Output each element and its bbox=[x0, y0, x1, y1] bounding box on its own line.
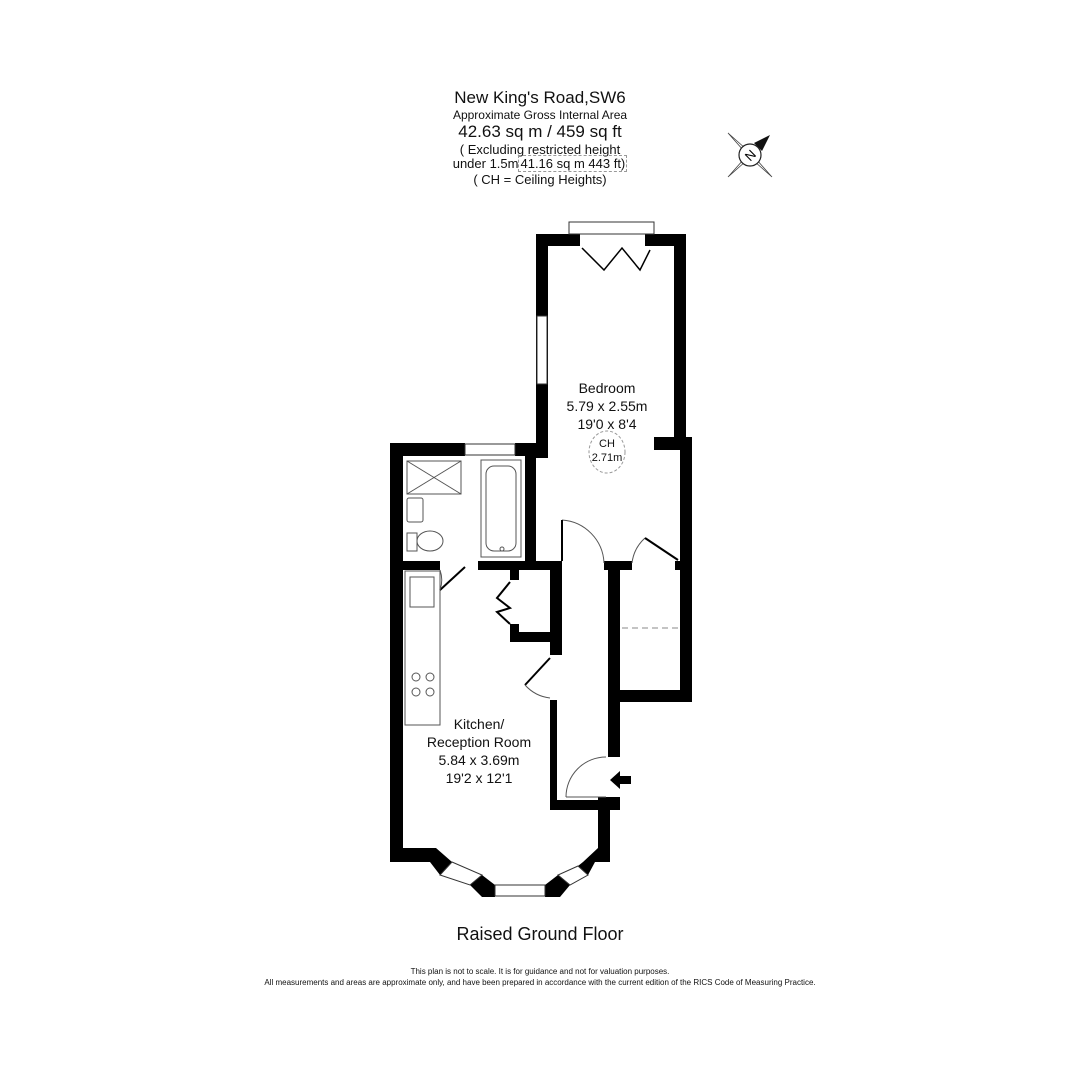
bathtub bbox=[480, 459, 522, 558]
kitchen-label: Kitchen/ Reception Room 5.84 x 3.69m 19'… bbox=[427, 716, 531, 786]
shower-tray bbox=[406, 460, 462, 495]
bedroom-name: Bedroom bbox=[579, 380, 636, 396]
restricted-prefix: under 1.5m bbox=[452, 156, 519, 171]
ceiling-height-label: CH bbox=[599, 438, 615, 450]
bedroom-label: Bedroom 5.79 x 2.55m 19'0 x 8'4 CH 2.71m bbox=[567, 380, 648, 474]
total-area: 42.63 sq m / 459 sq ft bbox=[458, 122, 622, 141]
kitchen-worktop bbox=[404, 570, 441, 726]
floor-label: Raised Ground Floor bbox=[456, 924, 624, 944]
walls bbox=[390, 234, 692, 897]
area-label: Approximate Gross Internal Area bbox=[452, 108, 628, 122]
kitchen-name-line2: Reception Room bbox=[427, 734, 531, 750]
north-compass-icon: N bbox=[727, 132, 773, 178]
kitchen-metric: 5.84 x 3.69m bbox=[439, 752, 520, 768]
bedroom-imperial: 19'0 x 8'4 bbox=[577, 416, 636, 432]
restricted-note-line1: ( Excluding restricted height bbox=[459, 142, 621, 157]
disclaimer-line2: All measurements and areas are approxima… bbox=[264, 978, 816, 987]
ceiling-height-value: 2.71m bbox=[592, 452, 623, 464]
basin bbox=[406, 497, 424, 523]
fixtures bbox=[404, 246, 680, 798]
property-address: New King's Road,SW6 bbox=[454, 88, 626, 107]
windows bbox=[439, 221, 655, 897]
toilet bbox=[416, 530, 444, 552]
kitchen-name-line1: Kitchen/ bbox=[454, 716, 505, 732]
ceiling-height-note: ( CH = Ceiling Heights) bbox=[473, 172, 607, 187]
disclaimer-line1: This plan is not to scale. It is for gui… bbox=[410, 967, 670, 976]
bedroom-metric: 5.79 x 2.55m bbox=[567, 398, 648, 414]
kitchen-imperial: 19'2 x 12'1 bbox=[446, 770, 513, 786]
restricted-area: 41.16 sq m 443 ft) bbox=[518, 155, 628, 172]
